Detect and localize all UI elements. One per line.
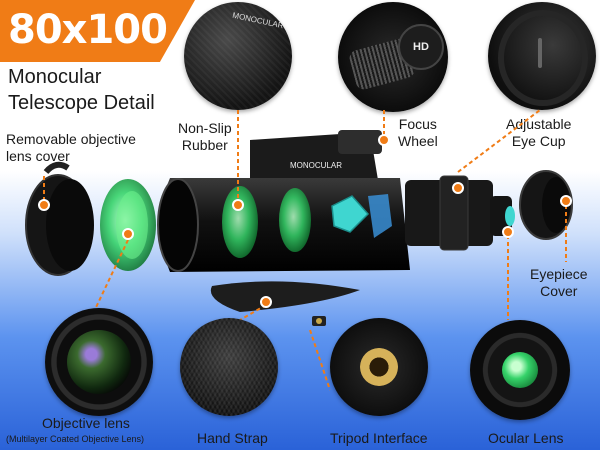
dot-objective [122,228,134,240]
hd-text: HD [413,41,429,53]
label-eye-cup-line2: Eye Cup [511,133,566,149]
label-rubber: Non-Slip Rubber [178,120,232,154]
label-rubber-line1: Non-Slip [178,120,232,136]
dot-eyepiece-cover [560,195,572,207]
label-focus: Focus Wheel [398,116,438,150]
internal-lens-2 [279,188,311,252]
label-hand-strap: Hand Strap [197,430,268,446]
lens-cover-rim [46,179,94,271]
strap-texture [180,318,278,416]
badge-text: 80x100 [8,7,168,53]
subtitle: Monocular Telescope Detail [8,64,155,116]
label-eyepiece-cover: Eyepiece Cover [530,266,588,300]
focus-wheel [338,130,382,154]
rubber-texture [184,2,292,110]
hand-strap-circle [180,318,278,416]
dot-rubber [232,199,244,211]
objective-lens-glass [67,330,131,394]
dot-ocular [502,226,514,238]
rubber-detail-circle: MONOCULAR [184,2,292,110]
objective-lens-green-inner [116,191,148,259]
eyepiece-lens-small [505,206,515,226]
eyepiece-cover-rim [542,177,570,233]
label-eye-cup-line1: Adjustable [506,116,572,132]
tripod-circle [330,318,428,416]
ocular-lens-circle [470,320,570,420]
tripod-screw [360,348,398,386]
lens-cover-tab [43,161,70,175]
eyepiece-ring [439,175,469,251]
label-lens-cover: Removable objective lens cover [6,131,136,165]
callout-lines [43,109,567,391]
label-eye-cup: Adjustable Eye Cup [506,116,571,150]
tube-front-opening [157,178,199,272]
subtitle-line1: Monocular [8,66,102,88]
eye-cup-notch [538,38,542,68]
label-objective-lens: Objective lens [42,415,130,432]
internal-lens-1 [222,186,258,258]
hand-strap-shape [210,281,360,312]
label-rubber-line2: Rubber [181,137,228,153]
brand-text-main: MONOCULAR [290,161,342,170]
dot-focus [378,134,390,146]
dot-hand-strap [260,296,272,308]
prism-1 [331,195,370,233]
eye-cup-detail-circle [488,2,596,110]
objective-lens-circle [45,308,153,416]
label-objective-lens-text: Objective lens [42,415,130,431]
label-eyepiece-cover-line1: Eyepiece [530,266,588,282]
dot-eye-cup [452,182,464,194]
label-objective-lens-note: (Multilayer Coated Objective Lens) [6,434,145,444]
hd-label: HD [398,24,444,70]
dot-lens-cover [38,199,50,211]
eye-cup-ring [498,10,588,106]
focus-wheel-detail-circle: HD [338,2,448,112]
subtitle-line2: Telescope Detail [8,92,155,114]
label-focus-line2: Wheel [398,133,438,149]
label-focus-line1: Focus [398,116,437,132]
label-lens-cover-line1: Removable objective [6,131,136,147]
tripod-screw-small [316,318,322,324]
ocular-lens-glass [502,352,538,388]
label-eyepiece-cover-line2: Cover [540,283,578,299]
label-ocular: Ocular Lens [488,430,564,446]
title-badge: 80x100 [0,0,195,62]
prism-2 [368,194,392,238]
label-lens-cover-line2: lens cover [6,148,70,164]
label-tripod: Tripod Interface [330,430,428,446]
